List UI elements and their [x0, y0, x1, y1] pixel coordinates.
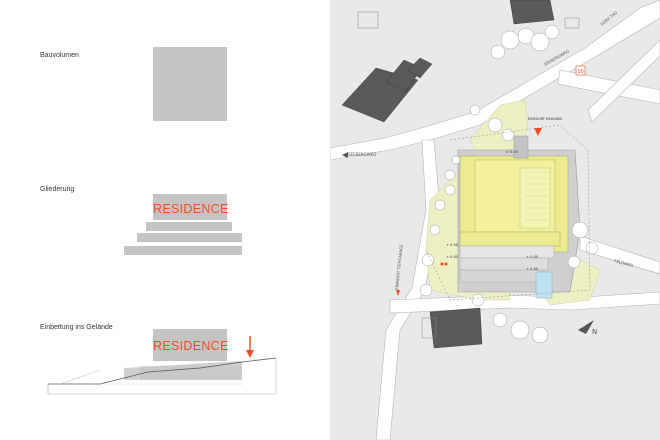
terrain-label: Einbettung ins Gelände [40, 324, 113, 331]
level-dot-icon [444, 262, 448, 266]
garage-arrow-icon [396, 290, 400, 296]
level-mark: + 0.00 [446, 243, 459, 247]
roads [330, 0, 660, 440]
street-label-right-lower: FELDWEG [614, 258, 634, 268]
site-plan-drawing: N 10 DORF-TAG SEEBERGWEG SEEBERGWEG FELD… [330, 0, 660, 440]
level-mark: ± 0.00 [506, 150, 519, 154]
outbuildings [357, 11, 580, 339]
svg-text:10: 10 [577, 69, 583, 75]
terrain-top-block [153, 329, 227, 361]
structure-label: Gliederung [40, 186, 75, 193]
terrain-arrow-icon [246, 336, 254, 358]
street-label-top-right: DORF-TAG [599, 10, 618, 27]
structure-top-block [153, 194, 227, 220]
entrance-label: EINFAHRT EINGANG [528, 117, 563, 121]
level-mark: + 0.00 [446, 255, 459, 259]
terrain-section [47, 336, 277, 395]
level-mark: + 0.00 [526, 255, 539, 259]
neighbor-buildings [341, 0, 555, 349]
site-plan: N 10 DORF-TAG SEEBERGWEG SEEBERGWEG FELD… [330, 0, 660, 440]
volume-label: Bauvolumen [40, 52, 79, 59]
structure-tier-2 [137, 233, 242, 242]
volume-block [153, 47, 227, 121]
main-building [457, 135, 581, 299]
road-marker: 10 [575, 65, 586, 76]
street-label-left: SEEBERGWEG [348, 152, 376, 157]
street-label-vertical: EINFAHRT TIEFGARAGE [394, 244, 404, 291]
terrain-residence-text: RESIDENCE [153, 339, 229, 353]
level-dot-icon [440, 262, 444, 266]
entrance-marker-icon [534, 128, 542, 136]
structure-residence-text: RESIDENCE [153, 202, 229, 216]
street-arrow-left-icon [342, 152, 348, 158]
north-arrow-icon: N [578, 320, 597, 336]
structure-tier-1 [146, 222, 232, 231]
level-mark: + 0.00 [526, 267, 539, 271]
concept-panel: Bauvolumen Gliederung RESIDENCE Einbettu… [40, 47, 277, 395]
structure-tier-3 [124, 246, 242, 255]
svg-text:N: N [592, 328, 597, 336]
trees [419, 24, 599, 344]
